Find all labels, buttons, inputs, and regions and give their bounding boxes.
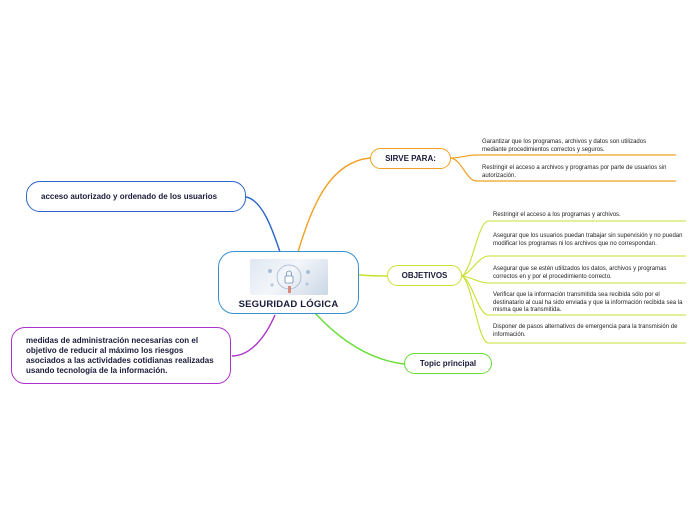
branch-acceso-label: acceso autorizado y ordenado de los usua… [41, 192, 217, 202]
sirve-para-item-2[interactable]: Restringir el acceso a archivos y progra… [482, 165, 672, 180]
security-lock-image [250, 259, 328, 295]
link-sirve-1 [451, 155, 676, 158]
branch-objetivos[interactable]: OBJETIVOS [387, 265, 462, 286]
branch-sirve-para[interactable]: SIRVE PARA: [370, 148, 451, 169]
branch-medidas-administracion[interactable]: medidas de administración necesarias con… [11, 327, 231, 384]
branch-topic-principal[interactable]: Topic principal [404, 353, 492, 374]
link-root-medidas [232, 315, 275, 356]
branch-medidas-label: medidas de administración necesarias con… [26, 336, 216, 376]
root-node[interactable]: SEGURIDAD LÓGICA [218, 251, 359, 314]
objetivos-item-1[interactable]: Restringir el acceso a los programas y a… [493, 212, 683, 220]
link-root-sirve [298, 158, 370, 252]
root-title: SEGURIDAD LÓGICA [239, 299, 339, 310]
branch-objetivos-label: OBJETIVOS [402, 271, 448, 280]
sirve-para-item-1[interactable]: Garantizar que los programas, archivos y… [482, 139, 672, 154]
objetivos-item-4[interactable]: Verificar que la información transmitida… [493, 292, 683, 315]
branch-topic-principal-label: Topic principal [420, 359, 476, 368]
lock-icon [250, 259, 328, 295]
objetivos-item-3[interactable]: Asegurar que se estén utilizados los dat… [493, 266, 683, 281]
objetivos-item-2[interactable]: Asegurar que los usuarios puedan trabaja… [493, 233, 683, 248]
link-root-topic [315, 313, 404, 364]
link-root-acceso [246, 197, 280, 252]
objetivos-item-5[interactable]: Disponer de pasos alternativos de emerge… [493, 324, 683, 339]
branch-acceso-autorizado[interactable]: acceso autorizado y ordenado de los usua… [26, 181, 246, 212]
branch-sirve-para-label: SIRVE PARA: [385, 154, 436, 163]
